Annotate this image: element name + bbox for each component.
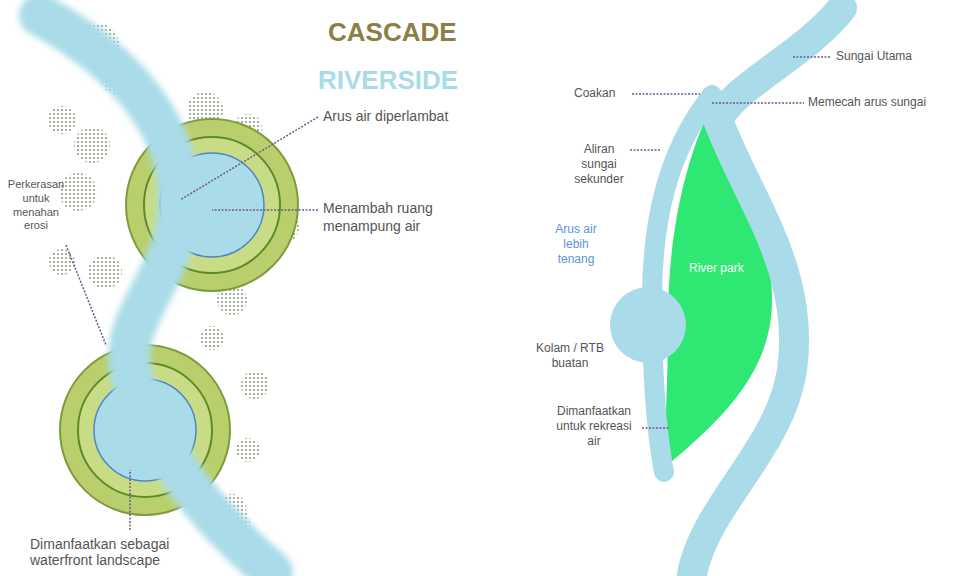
- annotation: Perkerasan untuk menahan erosi: [4, 178, 68, 233]
- park-area: River park: [689, 261, 744, 275]
- annotation: Coakan: [574, 86, 630, 101]
- retention-pond: [610, 287, 686, 363]
- annotation: Dimanfaatkan sebagai waterfront landscap…: [30, 536, 195, 568]
- annotation: Aliran sungai sekunder: [568, 142, 630, 187]
- annotation: Sungai Utama: [836, 49, 966, 64]
- annotation: Dimanfaatkan untuk rekreasi air: [548, 404, 640, 449]
- annotation: Memecah arus sungai: [808, 95, 968, 110]
- annotation: Kolam / RTB buatan: [530, 341, 610, 371]
- title-word: RIVERSIDE: [318, 64, 488, 97]
- annotation: Arus air diperlambat: [323, 108, 503, 126]
- park-label: River park: [689, 261, 744, 275]
- annotation: Arus air lebih tenang: [548, 222, 604, 267]
- title-word: CASCADE: [328, 16, 488, 49]
- main-river: [692, 8, 842, 574]
- river: [40, 15, 272, 572]
- annotation: Menambah ruang menampung air: [323, 200, 453, 235]
- leader-lines: [66, 57, 830, 530]
- secondary-channel: [652, 95, 712, 472]
